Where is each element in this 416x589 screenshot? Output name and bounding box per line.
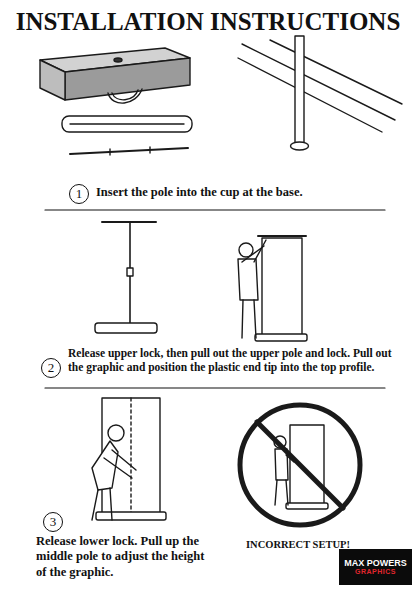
step-number: 1 — [69, 184, 89, 204]
logo-name: MAX POWERS — [344, 559, 407, 568]
step-number: 3 — [43, 512, 63, 532]
step-instruction: Release lower lock. Pull up the middle p… — [36, 534, 214, 580]
callout-number: 3 — [50, 515, 57, 529]
step-number: 2 — [41, 358, 61, 378]
step-instruction: Insert the pole into the cup at the base… — [96, 185, 401, 200]
warning-note: INCORRECT SETUP! — [246, 539, 350, 552]
step-instruction: Release upper lock, then pull out the up… — [68, 346, 403, 374]
callout-number: 1 — [76, 187, 83, 201]
page-title: INSTALLATION INSTRUCTIONS — [16, 8, 401, 36]
callout-number: 2 — [48, 361, 55, 375]
logo-badge: MAX POWERSGRAPHICS — [339, 549, 412, 585]
logo-subtitle: GRAPHICS — [355, 568, 396, 575]
